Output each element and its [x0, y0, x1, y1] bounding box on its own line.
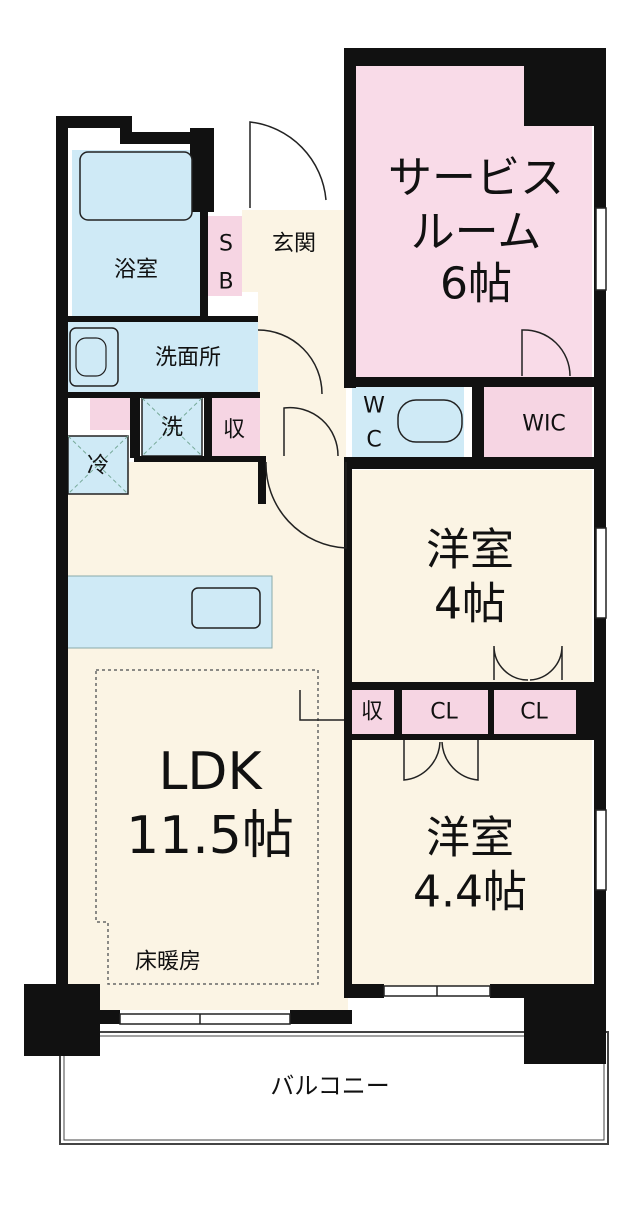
balcony-label: バルコニー — [270, 1072, 390, 1100]
balcony-area — [59, 1031, 609, 1145]
entrance-floor — [242, 210, 344, 292]
western-room-1-floor — [352, 470, 592, 682]
washbasin — [69, 327, 119, 387]
storage-hall-area — [212, 398, 260, 456]
wic-label: WIC — [522, 412, 566, 437]
toilet-bowl — [397, 399, 463, 443]
ldk-floor — [66, 462, 348, 1010]
ldk-label: LDK — [158, 742, 263, 802]
bathroom-label: 浴室 — [114, 258, 158, 283]
floor-heating-outline — [95, 669, 319, 985]
fridge-label: 冷 — [87, 454, 109, 479]
closet-1-area — [402, 690, 488, 734]
washer-label: 洗 — [161, 416, 183, 441]
shoe-box-label-2: B — [218, 270, 233, 295]
closet-1-label: CL — [430, 700, 458, 725]
shoe-box-area — [208, 216, 242, 296]
storage-hall-label: 収 — [223, 418, 245, 443]
toilet-label-2: C — [366, 428, 381, 453]
shoe-box-label-1: S — [219, 232, 233, 257]
service-room-label-2: ルーム — [411, 207, 542, 258]
sink — [191, 587, 261, 629]
storage-room-area — [352, 690, 394, 734]
western-room-2-label: 洋室 — [426, 813, 514, 864]
ldk-size-label: 11.5帖 — [126, 806, 294, 866]
hall-floor — [258, 290, 346, 465]
western-room-1-label: 洋室 — [426, 525, 514, 576]
toilet-label-1: W — [363, 394, 385, 419]
western-room-2-size: 4.4帖 — [413, 867, 527, 918]
service-room-label-1: サービス — [388, 153, 564, 204]
storage-room-label: 収 — [361, 700, 383, 725]
closet-2-label: CL — [520, 700, 548, 725]
entrance-label: 玄関 — [272, 232, 316, 257]
western-room-1-size: 4帖 — [434, 579, 506, 630]
washroom-label: 洗面所 — [155, 346, 221, 371]
small-pink-area — [90, 398, 130, 430]
closet-2-area — [494, 690, 576, 734]
wic-area — [484, 385, 592, 457]
floor-heating-label: 床暖房 — [135, 950, 201, 975]
bathtub — [79, 151, 193, 221]
service-room-label-3: 6帖 — [440, 259, 512, 310]
fridge-box — [67, 435, 129, 495]
